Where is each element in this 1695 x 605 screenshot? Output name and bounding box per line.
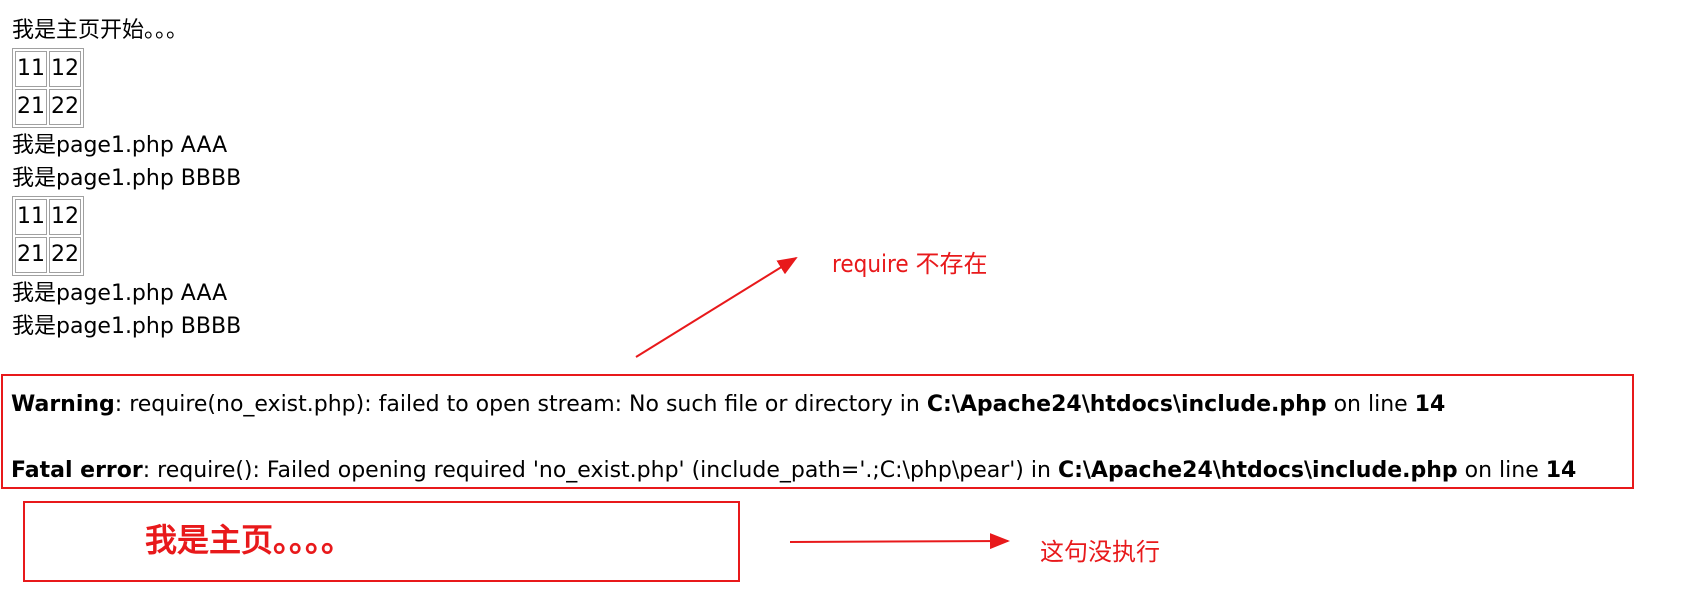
- table-cell: 12: [49, 199, 81, 235]
- table-row: 21 22: [15, 237, 81, 273]
- annotation-require-missing: require 不存在: [832, 250, 988, 278]
- page-content: 我是主页开始。。。 11 12 21 22 我是page1.php AAA 我是…: [12, 14, 241, 343]
- fatal-error-label: Fatal error: [11, 458, 143, 483]
- table-cell: 22: [49, 237, 81, 273]
- fatal-error-line-number: 14: [1545, 458, 1577, 483]
- fatal-error-path: C:\Apache24\htdocs\include.php: [1057, 458, 1458, 483]
- table-cell: 22: [49, 89, 81, 125]
- page1-line-a: 我是page1.php AAA: [12, 281, 228, 306]
- warning-text: : require(no_exist.php): failed to open …: [114, 392, 927, 417]
- table-cell: 21: [15, 89, 47, 125]
- warning-on-line: on line: [1326, 392, 1415, 417]
- annotation-not-executed: 这句没执行: [1040, 538, 1160, 566]
- arrow-to-require-note: [635, 256, 798, 358]
- table-cell: 12: [49, 51, 81, 87]
- table-row: 21 22: [15, 89, 81, 125]
- table-2: 11 12 21 22: [12, 196, 84, 276]
- warning-line-number: 14: [1414, 392, 1446, 417]
- arrow-to-not-executed-note: [789, 533, 1010, 550]
- warning-label: Warning: [11, 392, 115, 417]
- error-highlight-box: [1, 374, 1634, 489]
- fatal-error-on-line: on line: [1457, 458, 1546, 483]
- page1-line-b: 我是page1.php BBBB: [12, 314, 242, 339]
- callout-box: [23, 501, 740, 582]
- warning-path: C:\Apache24\htdocs\include.php: [926, 392, 1327, 417]
- table-cell: 21: [15, 237, 47, 273]
- page1-line-b: 我是page1.php BBBB: [12, 166, 242, 191]
- warning-message: Warning: require(no_exist.php): failed t…: [11, 392, 1445, 417]
- table-1: 11 12 21 22: [12, 48, 84, 128]
- page1-line-a: 我是page1.php AAA: [12, 133, 228, 158]
- fatal-error-text: : require(): Failed opening required 'no…: [142, 458, 1058, 483]
- main-heading: 我是主页开始。。。: [12, 18, 189, 43]
- callout-text: 我是主页。。。。: [145, 521, 354, 559]
- table-row: 11 12: [15, 199, 81, 235]
- table-cell: 11: [15, 199, 47, 235]
- table-cell: 11: [15, 51, 47, 87]
- fatal-error-message: Fatal error: require(): Failed opening r…: [11, 458, 1576, 483]
- table-row: 11 12: [15, 51, 81, 87]
